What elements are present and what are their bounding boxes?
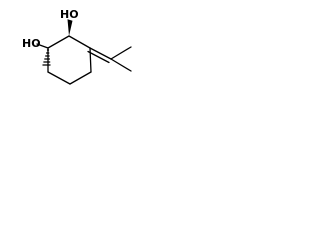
hydroxyl-top-label: HO xyxy=(60,8,79,21)
bond-double-exocyclic-b xyxy=(87,50,110,64)
bond-isopropylidene-methyl-up xyxy=(110,46,132,60)
bond-ring-c1-c2 xyxy=(47,35,70,49)
bond-double-exocyclic-a xyxy=(89,47,112,60)
bond-isopropylidene-methyl-down xyxy=(110,58,132,72)
molecule-structure: HO HO xyxy=(22,8,132,85)
hydroxyl-left-label: HO xyxy=(22,37,41,50)
bond-ring-c3-c4 xyxy=(89,47,92,73)
bond-ring-c5-c6 xyxy=(47,71,71,85)
bond-ring-c2-c3 xyxy=(68,35,91,49)
wedge-bond-top-hydroxyl xyxy=(67,19,73,36)
bond-ring-c4-c5 xyxy=(69,71,92,85)
hashed-wedge-methyl xyxy=(42,49,51,66)
bond-c1-hydroxyl xyxy=(36,43,49,49)
